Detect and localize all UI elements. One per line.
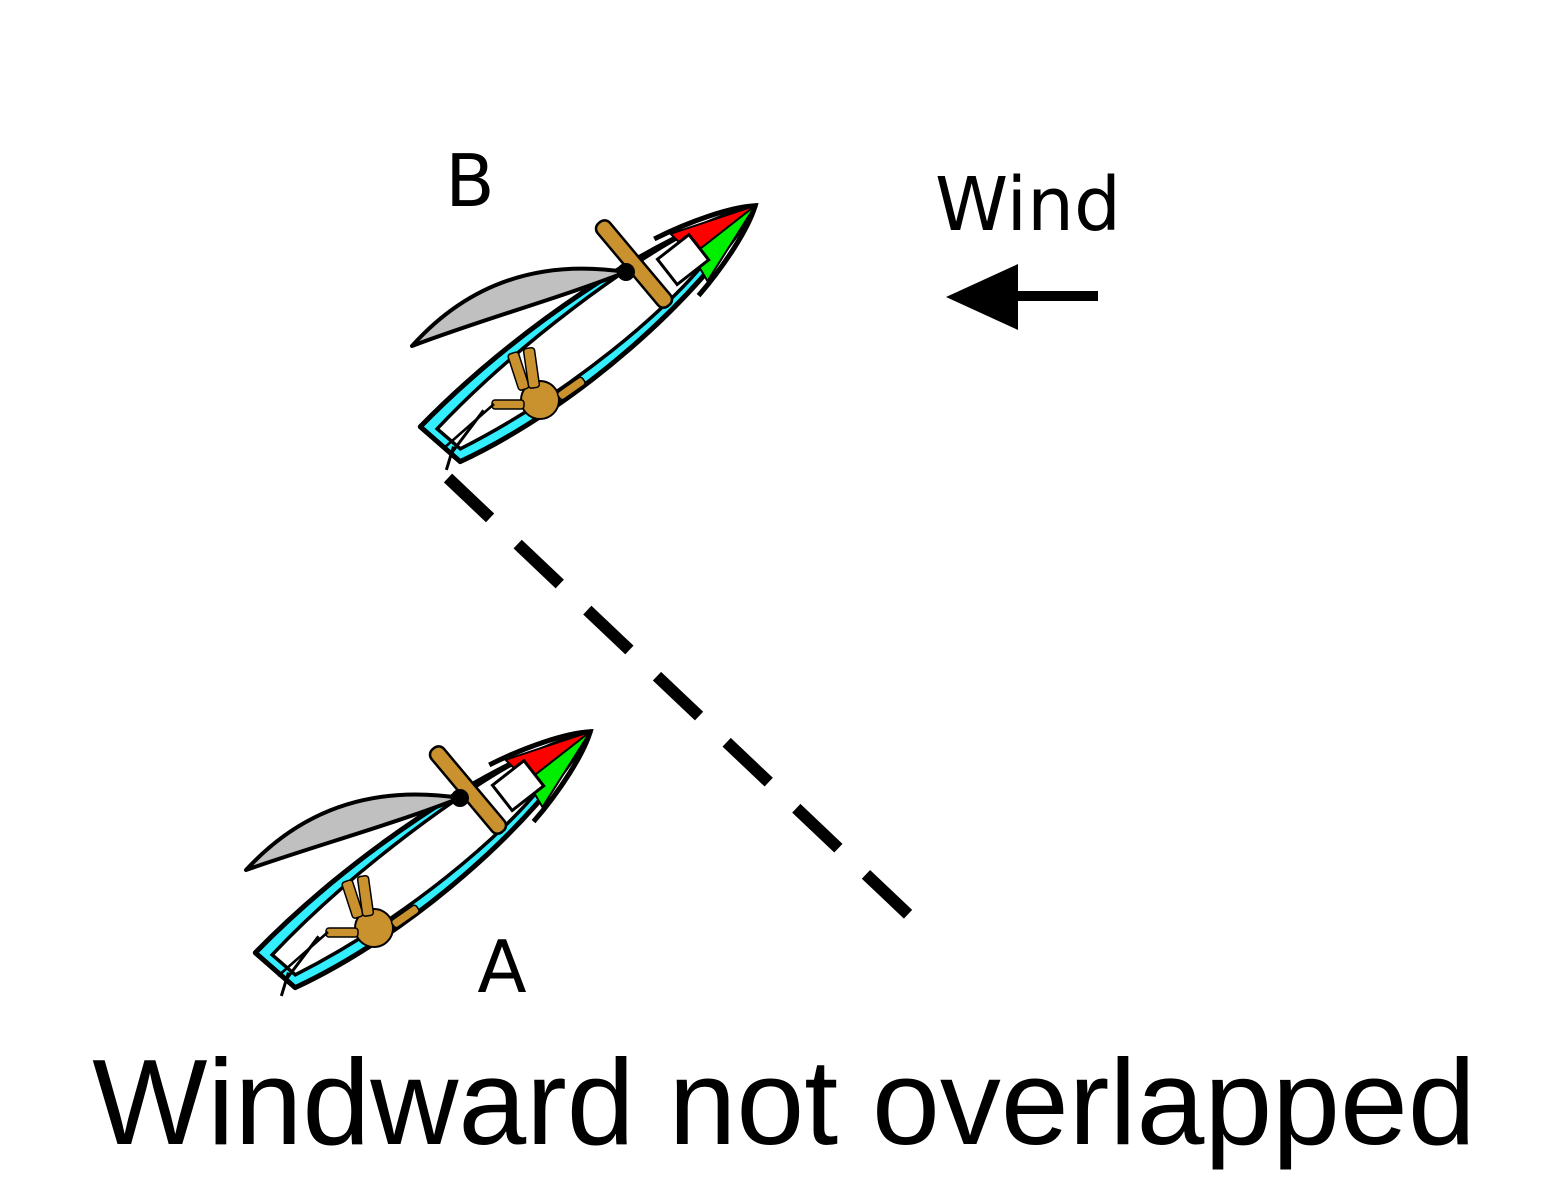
sail: [410, 266, 628, 348]
sailboat-icon: [245, 700, 612, 1011]
caption: Windward not overlapped: [92, 1034, 1475, 1170]
sailor-icon: [443, 346, 586, 449]
boat-b: B: [410, 139, 777, 485]
mast: [451, 789, 469, 807]
boat-a-label: A: [477, 925, 526, 1009]
wind-indicator: Wind: [935, 162, 1121, 330]
sailor-icon: [277, 874, 420, 977]
boat-b-label: B: [445, 139, 494, 223]
left-arrow-icon: [946, 264, 1098, 330]
boat-a: A: [245, 700, 612, 1011]
sail: [244, 792, 462, 872]
mast: [617, 263, 635, 281]
wind-label: Wind: [935, 162, 1121, 248]
stern-line: [443, 473, 917, 923]
